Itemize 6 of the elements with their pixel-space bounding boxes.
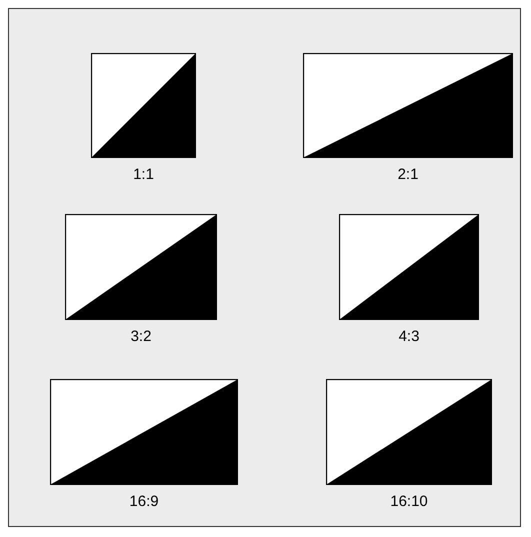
ratio-label: 16:10 xyxy=(390,493,428,510)
ratio-label: 1:1 xyxy=(133,166,154,183)
ratio-label: 3:2 xyxy=(130,328,152,345)
ratio-label: 4:3 xyxy=(398,328,420,345)
ratio-label: 2:1 xyxy=(398,166,418,183)
ratio-label: 16:9 xyxy=(129,493,159,510)
